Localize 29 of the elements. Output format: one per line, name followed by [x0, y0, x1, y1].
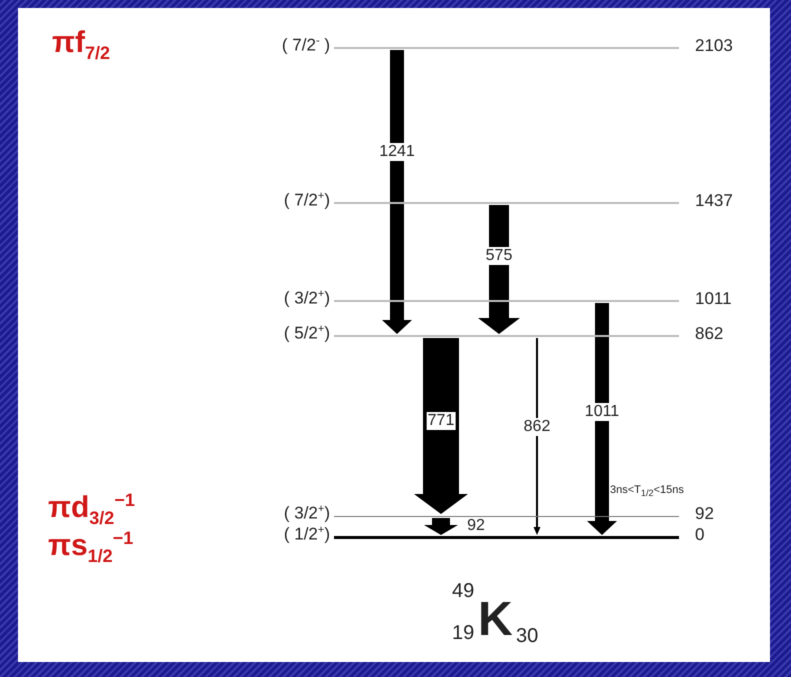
energy-label: 862 — [695, 324, 724, 344]
spin-parity-label: ( 3/2$^{+}$) — [284, 503, 330, 524]
edge-label: 575 — [484, 247, 514, 265]
energy-label: 0 — [695, 525, 704, 545]
spin-parity-label: ( 7/2$^{-}$ ) — [282, 35, 330, 56]
half-life-note: 3ns<T$_{1/2}$<15ns — [610, 484, 684, 498]
edge-label: 862 — [522, 418, 552, 436]
energy-label: 2103 — [695, 36, 733, 56]
energy-label: 92 — [695, 504, 714, 524]
transition-arrow — [534, 338, 540, 535]
energy-label: 1437 — [695, 191, 733, 211]
neutron-number: 30 — [516, 625, 538, 648]
spin-parity-label: ( 5/2$^{+}$) — [284, 323, 330, 344]
transition-arrow — [478, 205, 520, 334]
atomic-number: 19 — [452, 622, 474, 645]
transition-arrow — [587, 303, 617, 535]
transition-arrow — [382, 50, 412, 334]
spin-parity-label: ( 3/2$^{+}$) — [284, 288, 330, 309]
configuration-label: πf$_{7/2}$ — [52, 26, 110, 64]
element-symbol: K — [478, 592, 513, 647]
mass-number: 49 — [452, 580, 474, 603]
spin-parity-label: ( 7/2$^{+}$) — [284, 190, 330, 211]
transition-arrow — [414, 338, 468, 514]
edge-label: 1241 — [378, 143, 416, 161]
edge-label: 1011 — [584, 403, 620, 421]
spin-parity-label: ( 1/2$^{+}$) — [284, 524, 330, 545]
edge-label: 771 — [426, 412, 456, 430]
energy-label: 1011 — [695, 289, 732, 309]
transition-arrow — [424, 518, 458, 535]
